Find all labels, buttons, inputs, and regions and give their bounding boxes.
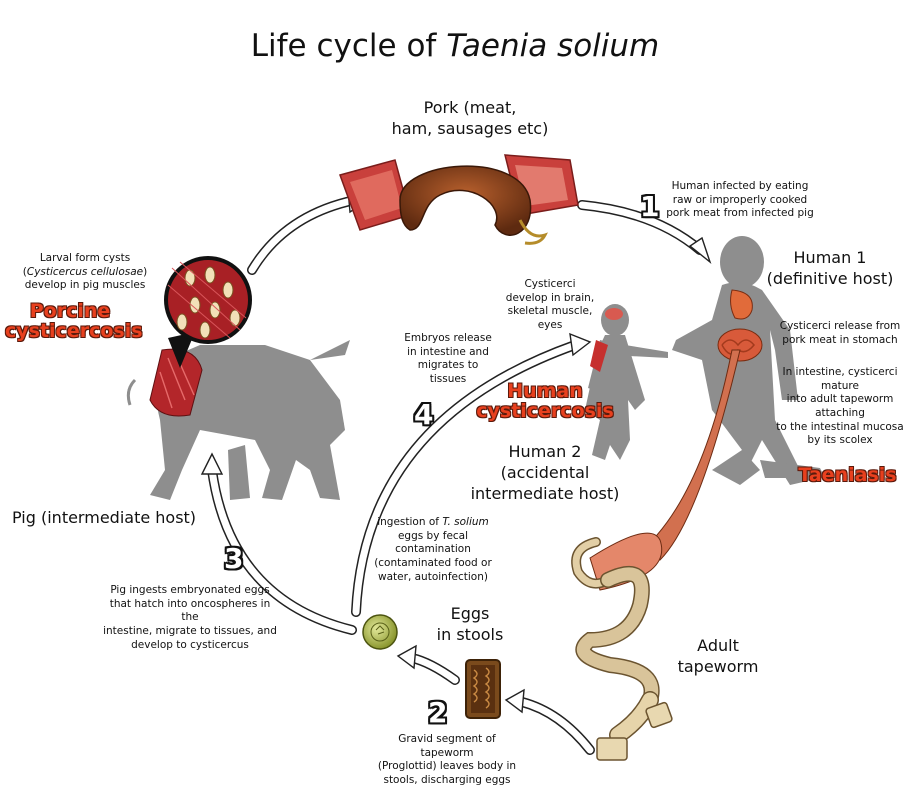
child-brain [605,308,623,320]
stool-illustration [465,659,501,719]
step-3: 3 [224,542,244,575]
step-1: 1 [640,190,660,223]
step-2: 2 [428,696,448,729]
proglottid-segment [596,737,628,761]
label-human1: Human 1(definitive host) [766,248,894,288]
label-pork: Pork (meat,ham, sausages etc) [391,98,549,138]
note-larval: Larval form cysts (Cysticercus cellulosa… [22,252,148,292]
human1-silhouette [672,236,825,485]
label-pig: Pig (intermediate host) [12,508,197,527]
label-taeniasis: Taeniasis [798,464,897,486]
step-4: 4 [414,398,434,431]
adult-tapeworm [571,537,660,744]
note-gravid: Gravid segment of tapeworm(Proglottid) l… [377,733,517,786]
digestive-organs [717,289,763,362]
cycle-arrows [200,188,712,755]
arrow-pig-to-pork [247,195,360,275]
child-arm-muscle [590,340,608,372]
pork-illustration [339,154,579,245]
diagram-title: Life cycle of Taenia solium [250,28,660,64]
tapeworm-connector [628,349,741,561]
muscle-magnified [164,256,252,368]
egg-illustration [362,614,398,650]
